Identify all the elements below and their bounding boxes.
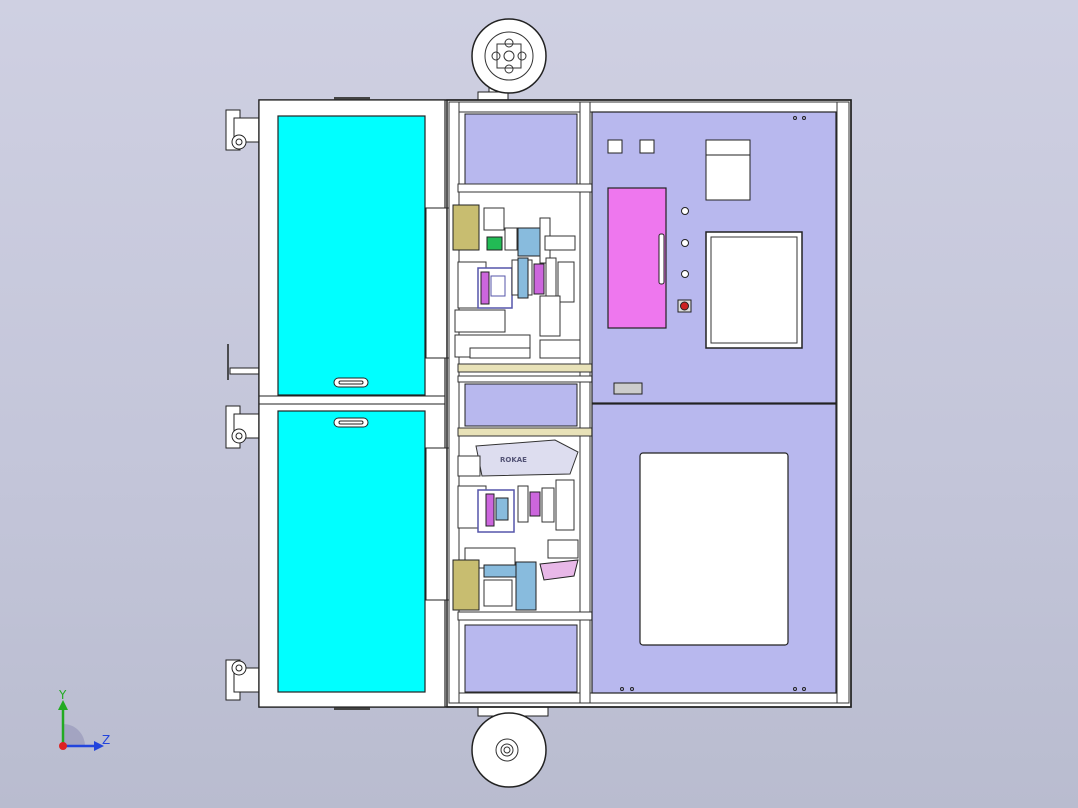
caster-wheel-icon — [225, 405, 261, 449]
y-axis-label: Y — [58, 688, 67, 702]
side-bracket — [227, 344, 261, 380]
indicator-light — [681, 207, 689, 215]
robot-brand-label: ROKAE — [500, 456, 527, 464]
door-handle-icon — [333, 377, 369, 388]
caster-wheel-icon — [225, 109, 261, 151]
door-section — [258, 99, 451, 708]
control-panel — [591, 111, 837, 425]
window-panel — [639, 452, 789, 646]
estop-button-icon — [677, 299, 692, 313]
z-axis-label: Z — [102, 733, 110, 747]
hmi-box — [607, 187, 667, 329]
top-reel-icon — [471, 18, 547, 103]
caster-wheel-icon — [225, 659, 261, 701]
indicator-light — [681, 239, 689, 247]
lower-door-glass — [277, 410, 426, 693]
upper-mechanism — [452, 204, 581, 359]
axis-triad-icon: Y Z — [58, 688, 110, 751]
lower-mechanism: ROKAE — [452, 439, 579, 611]
lower-panel — [591, 403, 837, 694]
door-handle-icon — [333, 417, 369, 428]
indicator-light — [681, 270, 689, 278]
profile-frame — [446, 99, 852, 708]
upper-door-glass — [277, 115, 426, 396]
caster-wheels — [225, 109, 261, 701]
bottom-reel-icon — [471, 703, 549, 788]
